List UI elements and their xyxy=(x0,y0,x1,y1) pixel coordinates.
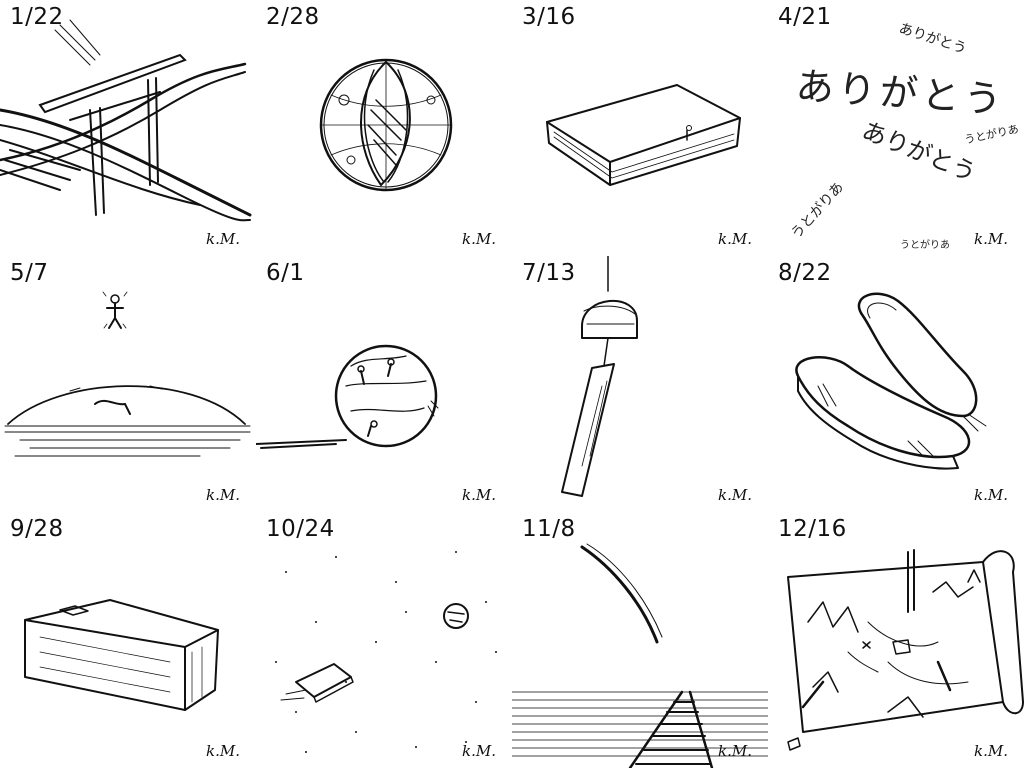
signature: k.M. xyxy=(206,742,240,760)
signature: k.M. xyxy=(974,742,1008,760)
panel-date: 12/16 xyxy=(778,516,847,542)
railway-horizon-icon xyxy=(512,543,768,768)
panel-5: 5/7 k.M. xyxy=(0,256,256,512)
panel-date: 2/28 xyxy=(266,4,320,30)
panel-2: 2/28 k.M. xyxy=(256,0,512,256)
signature: k.M. xyxy=(462,230,496,248)
wind-chime-icon xyxy=(561,256,638,497)
signature: k.M. xyxy=(462,742,496,760)
calligraphy-reverse-slanted: うとがりあ xyxy=(788,179,848,243)
signature: k.M. xyxy=(206,486,240,504)
guitar-case-icon xyxy=(795,292,987,470)
signature: k.M. xyxy=(718,742,752,760)
calligraphy-small: ありがとう xyxy=(896,20,969,58)
panel-date: 8/22 xyxy=(778,260,832,286)
panel-date: 1/22 xyxy=(10,4,64,30)
panel-3: 3/16 k.M. xyxy=(512,0,768,256)
floating-figure-icon xyxy=(4,291,251,457)
panel-1: 1/22 k.M. xyxy=(0,0,256,256)
panel-10: 10/24 k.M. xyxy=(256,512,512,768)
calligraphy-medium: ありがとう xyxy=(858,116,980,188)
panel-4: 4/21 ありがとう ありがとう うとがりあ ありがとう うとがりあ うとがりあ… xyxy=(768,0,1024,256)
panel-date: 7/13 xyxy=(522,260,576,286)
panel-date: 9/28 xyxy=(10,516,64,542)
panel-9: 9/28 k.M. xyxy=(0,512,256,768)
crystal-orb-icon xyxy=(319,58,453,192)
panel-date: 3/16 xyxy=(522,4,576,30)
rolling-sphere-icon xyxy=(256,344,439,449)
panel-12: 12/16 k.M. xyxy=(768,512,1024,768)
panel-date: 4/21 xyxy=(778,4,832,30)
panel-7: 7/13 k.M. xyxy=(512,256,768,512)
torii-gate-icon xyxy=(0,19,252,222)
panel-8: 8/22 k.M. xyxy=(768,256,1024,512)
calligraphy-reverse-tiny: うとがりあ xyxy=(900,240,950,251)
panel-date: 10/24 xyxy=(266,516,335,542)
signature: k.M. xyxy=(462,486,496,504)
signature: k.M. xyxy=(718,230,752,248)
signature: k.M. xyxy=(974,486,1008,504)
panel-6: 6/1 k.M. xyxy=(256,256,512,512)
space-boat-icon xyxy=(275,551,497,753)
book-icon xyxy=(546,84,741,186)
wooden-box-icon xyxy=(24,599,219,711)
signature: k.M. xyxy=(206,230,240,248)
panel-date: 5/7 xyxy=(10,260,49,286)
treasure-map-icon xyxy=(787,549,1024,751)
panel-11: 11/8 k.M. xyxy=(512,512,768,768)
calligraphy-large: ありがとう xyxy=(794,63,1008,123)
calligraphy-reverse-small: うとがりあ xyxy=(963,122,1020,147)
signature: k.M. xyxy=(974,230,1008,248)
panel-date: 11/8 xyxy=(522,516,576,542)
panel-date: 6/1 xyxy=(266,260,305,286)
signature: k.M. xyxy=(718,486,752,504)
